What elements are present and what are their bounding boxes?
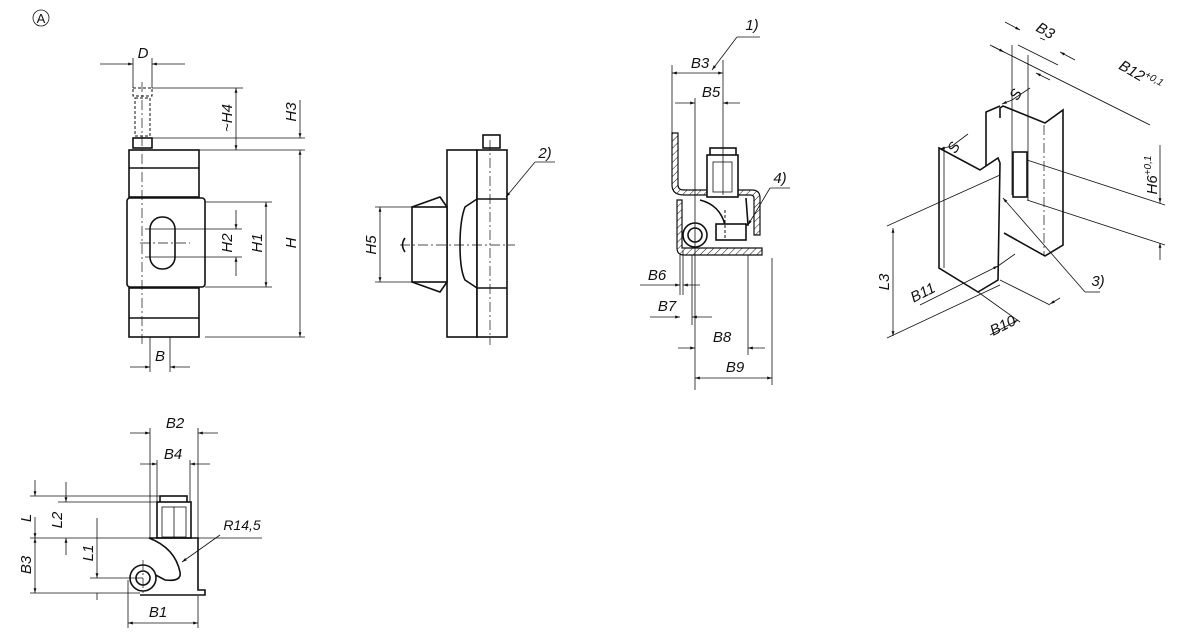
dim-B12: B12+0,1 [1116, 56, 1165, 95]
dim-D: D [138, 45, 149, 62]
dim-B4: B4 [164, 446, 182, 463]
view-marker: A [32, 9, 50, 27]
dim-R14-5: R14,5 [223, 517, 261, 533]
dim-B2: B2 [166, 415, 185, 432]
dim-B10: B10 [987, 312, 1019, 340]
dim-B3-top: B3 [18, 555, 35, 574]
dim-H1: H1 [249, 233, 266, 252]
view-marker-label: A [37, 11, 46, 26]
dim-B3-section: B3 [691, 55, 710, 72]
note-1: 1) [745, 17, 758, 34]
note-4: 4) [773, 170, 786, 187]
top-view: B2 B4 L L2 L1 B3 B1 R14,5 [18, 415, 262, 628]
dim-L: L [18, 514, 35, 522]
dim-L2: L2 [49, 511, 66, 528]
dim-L3: L3 [876, 273, 893, 290]
dim-H6: H6+0,1 [1143, 156, 1161, 195]
dim-B12-tolerance: +0,1 [1143, 70, 1166, 89]
dim-H6-tolerance: +0,1 [1143, 156, 1154, 176]
front-view: D ~H4 H3 H H1 H2 B [100, 45, 305, 372]
dim-H: H [283, 237, 300, 248]
dim-H2: H2 [219, 233, 236, 253]
note-3: 3) [1091, 273, 1104, 290]
side-view: H5 2) [363, 134, 555, 345]
installation-section-view: B3 1) B5 4) B6 B7 B8 B9 [640, 17, 790, 390]
dim-H6-label: H6 [1144, 175, 1161, 195]
dim-H3: H3 [283, 102, 300, 122]
dim-H5: H5 [363, 235, 380, 255]
dim-B: B [155, 348, 165, 365]
dim-B1: B1 [149, 604, 167, 621]
dim-B11: B11 [908, 280, 939, 307]
dim-B7: B7 [658, 298, 677, 315]
dim-L1: L1 [80, 545, 97, 562]
dim-B9: B9 [726, 359, 745, 376]
dim-B6: B6 [648, 267, 667, 284]
note-2: 2) [537, 145, 551, 162]
dim-B5: B5 [702, 84, 721, 101]
dim-B3-cutout: B3 [1033, 19, 1058, 43]
dim-H4: ~H4 [219, 104, 236, 132]
dim-B12-label: B12 [1116, 57, 1148, 85]
dim-B8: B8 [713, 329, 732, 346]
cutout-isometric-view: B3 B12+0,1 S S H6+0,1 3) L3 B11 [876, 19, 1166, 340]
